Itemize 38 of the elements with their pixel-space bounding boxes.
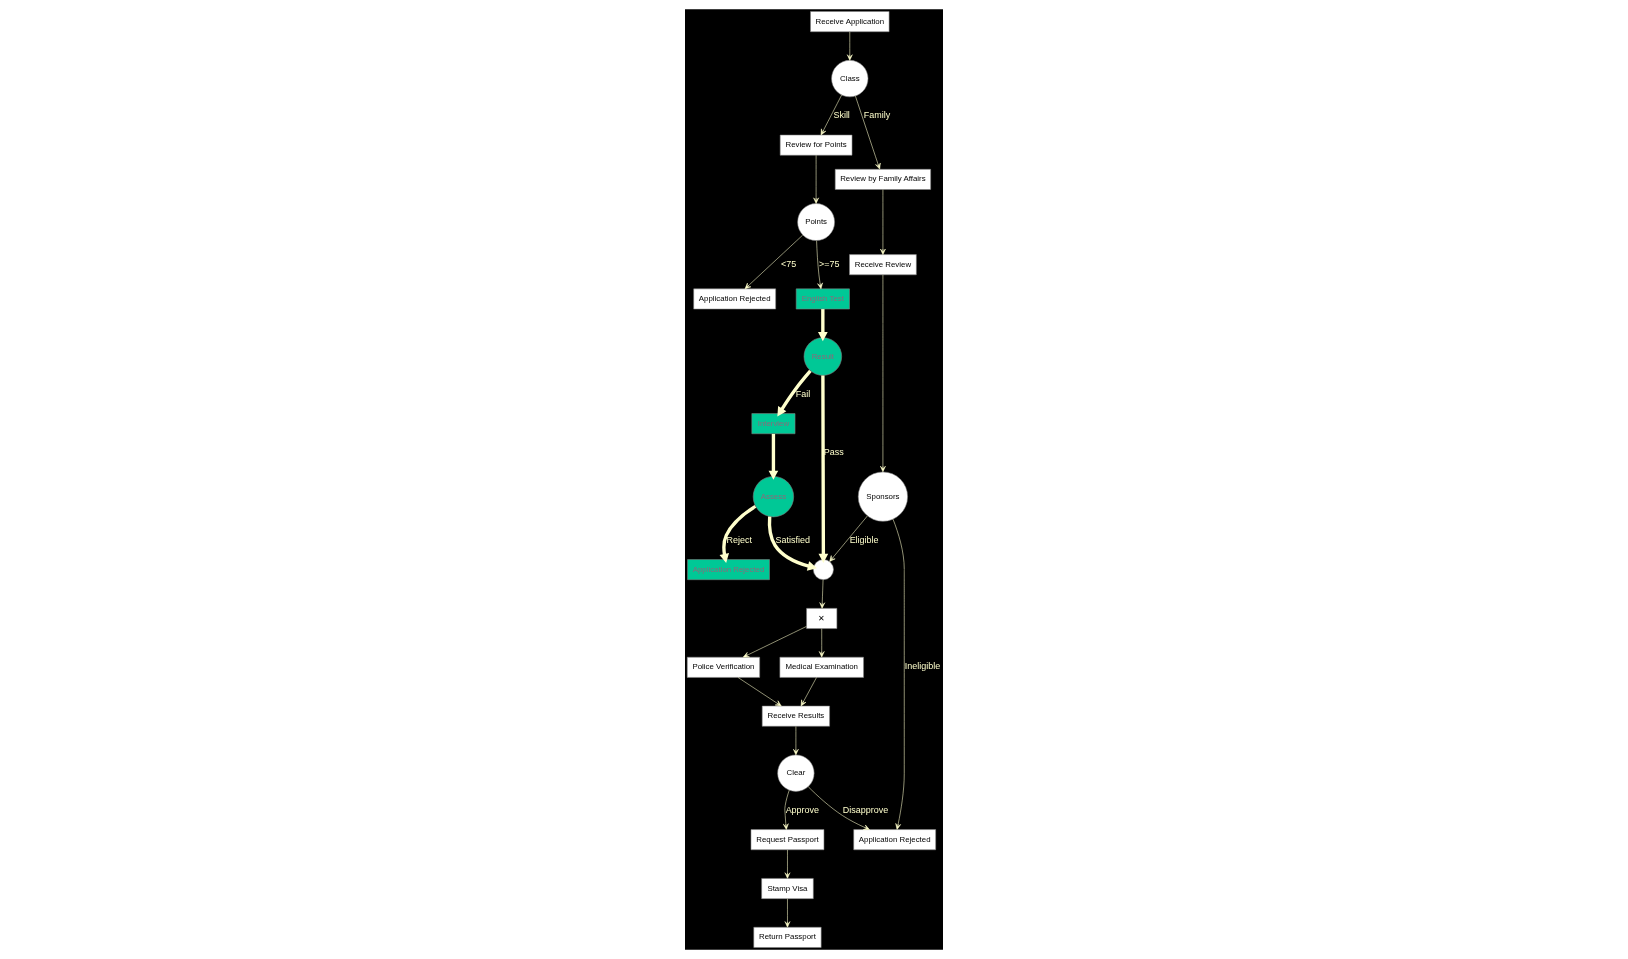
edge-label: >=75: [819, 258, 840, 269]
arrow: [793, 726, 799, 756]
edge-label: Satisfied: [775, 534, 811, 545]
arrow: [777, 369, 812, 417]
arrow: [737, 677, 782, 707]
arrow: [783, 789, 790, 830]
arrow: [880, 274, 886, 473]
arrow: [719, 504, 757, 563]
edge-label: Fail: [795, 388, 811, 399]
edge-label: Ineligible: [904, 661, 941, 672]
arrow: [847, 31, 853, 61]
arrow: [808, 786, 870, 830]
arrow: [813, 155, 819, 204]
arrow: [800, 677, 817, 707]
arrow: [767, 516, 817, 571]
arrow: [818, 309, 828, 342]
edge-label: Family: [863, 110, 891, 121]
arrow: [819, 579, 826, 609]
arrow: [743, 626, 807, 658]
arrow: [880, 189, 886, 255]
arrow: [818, 628, 825, 658]
arrow: [820, 94, 842, 136]
node-circle: [813, 559, 834, 580]
arrow: [784, 898, 791, 928]
edge-label: Approve: [785, 804, 820, 815]
arrow: [818, 375, 829, 563]
edge-label: <75: [780, 258, 797, 269]
arrow: [744, 234, 803, 290]
arrow: [768, 433, 779, 480]
arrow: [784, 849, 791, 879]
edge-label: Disapprove: [842, 804, 889, 815]
arrow: [855, 95, 881, 170]
edge-label: Skill: [833, 110, 850, 121]
arrow: [892, 518, 905, 830]
edge-label: Eligible: [849, 534, 879, 545]
arrow: [829, 515, 868, 562]
arrow: [816, 240, 823, 290]
edge-label: Reject: [726, 534, 752, 545]
